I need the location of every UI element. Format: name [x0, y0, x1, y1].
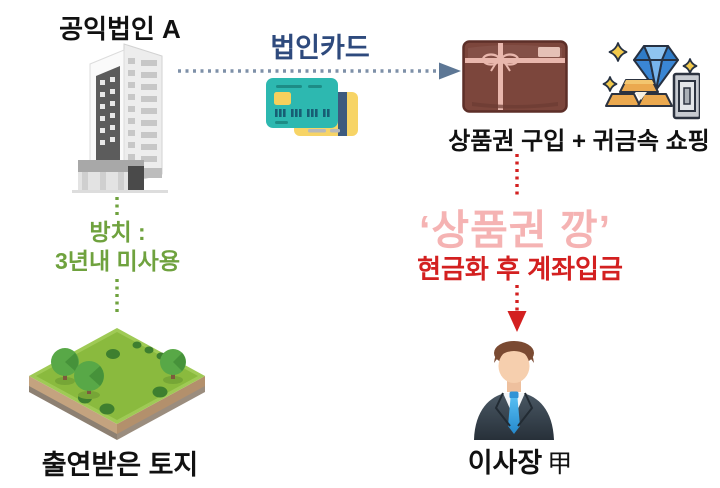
- credit-cards-icon: [264, 74, 364, 140]
- neglect-flow-line-bottom: [110, 277, 124, 317]
- foundation-label: 공익법인 A: [59, 14, 181, 44]
- donated-land-label: 출연받은 토지: [41, 450, 199, 480]
- purchase-label: 상품권 구입 + 귀금속 쇼핑: [448, 128, 710, 155]
- chairman-title: 이사장: [467, 448, 543, 478]
- card-flow-arrow: [176, 61, 462, 81]
- kkang-flow-line: [509, 152, 525, 200]
- neglect-line2: 3년내 미사용: [55, 247, 180, 274]
- diamond-gold-bars-icon: [600, 36, 700, 121]
- businessman-icon: [466, 336, 562, 442]
- deposit-flow-arrow: [504, 284, 530, 334]
- neglect-label: 방치 : 3년내 미사용: [30, 218, 205, 276]
- office-building-icon: [62, 42, 182, 198]
- chairman-suffix: 甲: [547, 450, 573, 478]
- gift-parcel-icon: [462, 40, 568, 113]
- corporate-card-label: 법인카드: [270, 33, 370, 63]
- kkang-label: ‘상품권 깡’: [418, 207, 612, 253]
- neglect-line1: 방치 :: [89, 219, 146, 245]
- cash-deposit-label: 현금화 후 계좌입금: [417, 254, 623, 284]
- land-plot-icon: [25, 318, 210, 440]
